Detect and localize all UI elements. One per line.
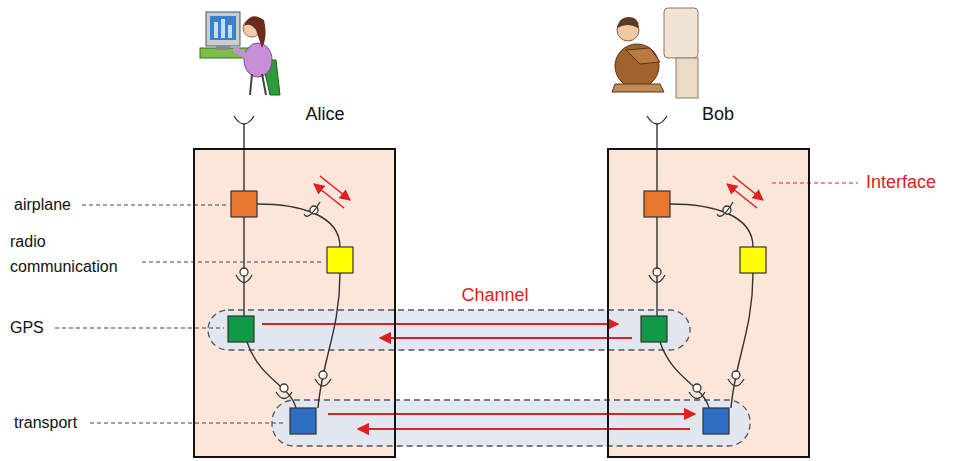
illustration-part [243,217,244,316]
illustration-part [250,74,266,95]
illustration-part [612,84,664,92]
person-name: Alice [305,101,344,129]
illustration-part [55,327,224,328]
label-holder: transport [14,411,77,436]
interface-arrows [314,176,350,208]
transport-component [290,408,316,434]
illustration-part [262,323,618,325]
illustration-part [380,337,632,339]
person-name: Bob [702,101,734,129]
illustration-part [244,16,266,48]
illustration-part [244,43,272,77]
illustration-part [615,44,659,88]
host-structure [641,116,766,434]
illustration-part [318,273,340,408]
illustration-part [280,384,288,392]
leader-lines [55,205,323,423]
illustration-part [236,275,252,283]
illustration-part [358,428,690,430]
alice-figure [200,12,280,95]
illustration-part [221,19,225,38]
channel-label: Channel [461,282,528,310]
illustration-part [328,413,695,415]
illustration-part [240,268,248,276]
label-holder: airplane [14,193,71,218]
heading-holder: Bob [702,101,734,129]
label-holder: Interface [866,169,936,197]
leader-line [772,182,858,183]
illustration-part [82,204,227,205]
host-box: Bob [607,148,810,458]
illustration-part [664,8,698,58]
illustration-part [206,12,240,46]
part-label: radio communication [10,230,135,280]
illustration-part [314,184,344,208]
illustration-part [210,16,236,40]
host-structure [228,116,353,434]
host-box: Alice [193,148,396,458]
illustration-part [142,261,323,262]
illustration-part [243,124,244,191]
illustration-part [234,116,254,124]
part-label: airplane [14,193,71,218]
part-label: transport [14,411,77,436]
heading-holder: Alice [305,101,344,129]
illustration-part [247,342,296,408]
illustration-part [676,58,698,98]
illustration-part [236,50,246,56]
interface-sockets [236,202,331,399]
illustration-part [216,46,230,50]
label-holder: Channel [461,282,528,310]
illustration-part [228,25,232,38]
illustration-part [626,48,660,64]
illustration-part [90,422,286,423]
illustration-part [214,22,218,38]
label-holder: radio communication [10,230,135,280]
interface-label: Interface [866,169,936,197]
illustration-part [319,371,327,379]
radio-component [327,247,353,273]
channel-band [272,400,750,446]
bob-figure [612,8,698,98]
illustration-part [304,202,320,216]
illustration-part [320,176,350,200]
airplane-component [231,191,257,217]
part-label: GPS [10,316,44,341]
illustration-part [257,204,340,247]
gps-component [228,316,254,342]
illustration-part [617,17,639,28]
illustration-part [276,392,292,399]
channel-arrows [262,324,695,429]
channel-band [208,310,690,350]
label-holder: GPS [10,316,44,341]
illustration-part [315,379,331,386]
